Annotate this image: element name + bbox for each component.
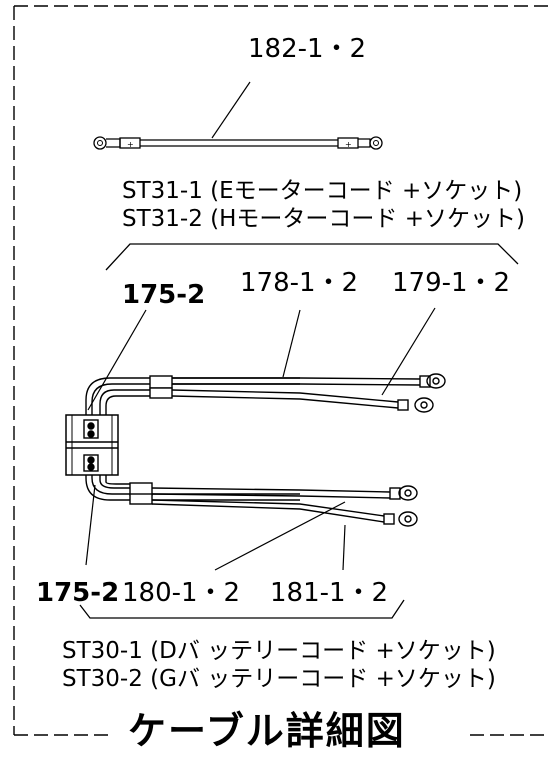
harness-description-2: ST30-2 (Gバ ッテリーコード +ソケット) [62,666,496,692]
part-number-182: 182-1・2 [248,34,367,64]
leader-175-bottom [85,484,96,566]
leader-182 [211,81,251,139]
part-number-178: 178-1・2 [240,268,359,298]
part-number-175-bottom: 175-2 [36,578,120,608]
upper-bracket [105,243,519,271]
svg-text:+: + [127,140,134,149]
ring-terminal-right [369,136,383,150]
leader-180 [214,501,346,571]
part-number-180: 180-1・2 [122,578,241,608]
part-number-179: 179-1・2 [392,268,511,298]
ring-terminal-left [93,136,107,150]
upper-terminal-1 [426,373,446,389]
top-cable: + + [93,81,383,150]
leader-181 [342,524,346,571]
upper-terminal-2 [414,397,434,413]
top-cable-description-1: ST31-1 (Eモーターコード +ソケット) [122,178,523,204]
svg-text:+: + [345,140,352,149]
cable-harness [65,373,446,527]
leader-175-top [87,309,147,411]
sleeve-right [337,137,359,149]
lower-terminal-2 [398,511,418,527]
part-number-175-top: 175-2 [122,280,206,310]
lower-bracket [79,599,405,619]
harness-description-1: ST30-1 (Dバ ッテリーコード +ソケット) [62,638,496,664]
part-number-181: 181-1・2 [270,578,389,608]
sleeve-left [119,137,141,149]
lower-terminal-1 [398,485,418,501]
leader-179 [381,307,436,396]
harness-leaders [85,307,436,571]
dashed-frame [13,5,548,736]
diagram-title: ケーブル詳細図 [128,709,406,753]
leader-178 [282,309,301,378]
top-cable-description-2: ST31-2 (Hモーターコード +ソケット) [122,206,525,232]
